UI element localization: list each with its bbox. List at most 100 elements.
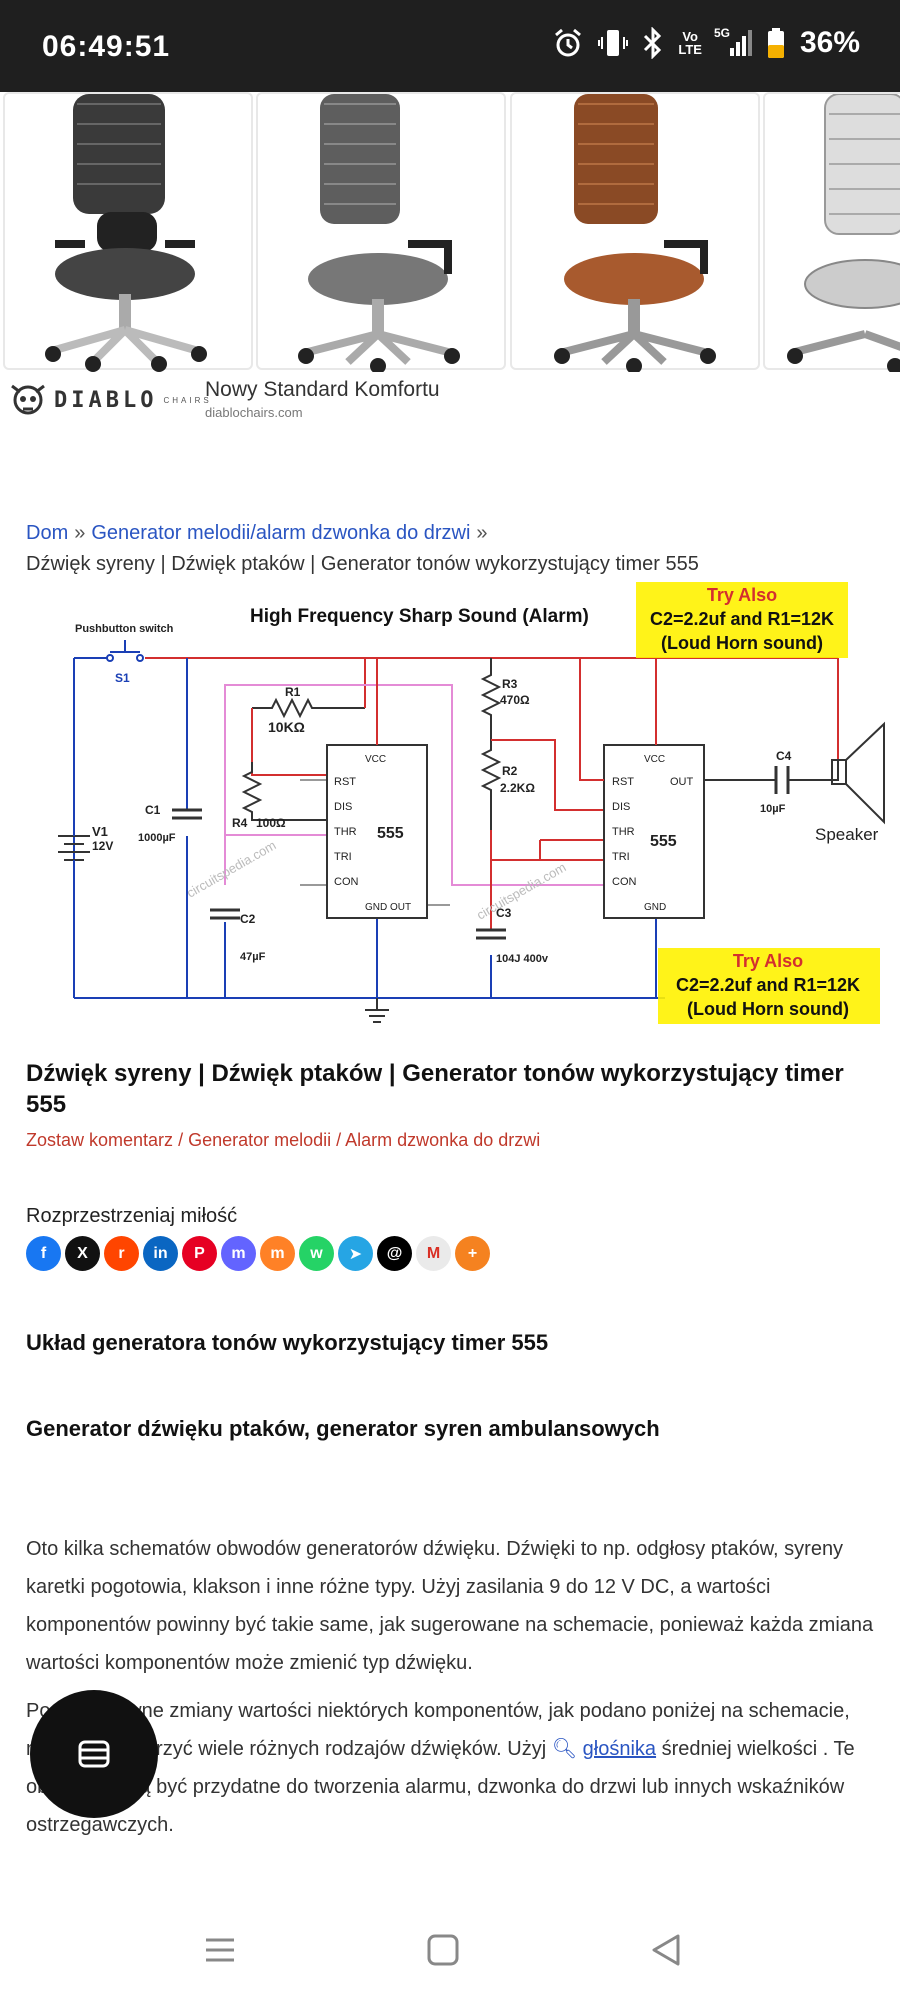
c2-value: 47µF xyxy=(240,951,266,963)
ad-image-carousel[interactable] xyxy=(0,92,900,372)
x-icon: X xyxy=(77,1244,88,1262)
c3-label: C3 xyxy=(496,906,512,920)
ad-product-tile[interactable] xyxy=(256,92,506,372)
watermark: circuitspedia.com xyxy=(474,859,568,922)
office-chair-image xyxy=(45,94,207,372)
back-icon[interactable] xyxy=(646,1930,686,1970)
breadcrumb-separator: » xyxy=(74,522,86,544)
ic1-pin-dis: DIS xyxy=(334,801,352,813)
ad-product-tile[interactable] xyxy=(3,92,253,372)
category-link[interactable]: Generator melodii / Alarm dzwonka do drz… xyxy=(188,1130,541,1150)
section-heading: Generator dźwięku ptaków, generator syre… xyxy=(26,1416,660,1441)
status-time: 06:49:51 xyxy=(42,30,171,63)
home-icon[interactable] xyxy=(423,1930,463,1970)
breadcrumb-home[interactable]: Dom xyxy=(26,522,69,544)
ad-product-tile[interactable] xyxy=(763,92,900,372)
mix-share-button[interactable]: m xyxy=(260,1236,295,1271)
status-bar: 06:49:51 Vo LTE 5G 36% xyxy=(0,0,900,92)
ic2-label: 555 xyxy=(650,833,677,850)
ic1-pin-rst: RST xyxy=(334,776,356,788)
signal-icon: 5G xyxy=(714,26,752,56)
telegram-share-button[interactable]: ➤ xyxy=(338,1236,373,1271)
r2-label: R2 xyxy=(502,764,518,778)
ic2-pin-out: OUT xyxy=(670,776,694,788)
mix-icon: m xyxy=(270,1244,285,1262)
ic2-555 xyxy=(603,744,705,919)
gmail-share-button[interactable]: M xyxy=(416,1236,451,1271)
share-label: Rozprzestrzeniaj miłość xyxy=(26,1205,238,1227)
gmail-icon: M xyxy=(426,1244,441,1262)
reddit-icon: r xyxy=(118,1244,125,1262)
ic1-pin-con: CON xyxy=(334,876,359,888)
ad-title[interactable]: Nowy Standard Komfortu xyxy=(205,378,440,401)
breadcrumb-category[interactable]: Generator melodii/alarm dzwonka do drzwi xyxy=(91,522,471,544)
reddit-share-button[interactable]: r xyxy=(104,1236,139,1271)
facebook-share-button[interactable]: f xyxy=(26,1236,61,1271)
paragraph-text: średniej wielkości . Te obwody mogą być … xyxy=(26,1738,855,1836)
more-icon: + xyxy=(467,1244,478,1262)
v1-value: 12V xyxy=(92,839,113,853)
diablo-logo: DIABLO CHAIRS xyxy=(8,380,212,420)
pinterest-share-button[interactable]: P xyxy=(182,1236,217,1271)
r1-label: R1 xyxy=(285,685,301,699)
alarm-icon xyxy=(555,28,582,57)
whatsapp-icon: w xyxy=(310,1244,323,1262)
c4-value: 10µF xyxy=(760,803,786,815)
article-title: Dźwięk syreny | Dźwięk ptaków | Generato… xyxy=(26,1060,844,1118)
breadcrumb: Dom»Generator melodii/alarm dzwonka do d… xyxy=(26,518,876,580)
volte-icon: Vo LTE xyxy=(678,29,702,57)
c1-value: 1000µF xyxy=(138,832,176,844)
ic1-vcc: VCC xyxy=(365,754,386,765)
vibrate-icon xyxy=(598,30,629,56)
x-share-button[interactable]: X xyxy=(65,1236,100,1271)
ic2-pin-tri: TRI xyxy=(612,851,630,863)
linkedin-share-button[interactable]: in xyxy=(143,1236,178,1271)
speaker-label: Speaker xyxy=(815,825,879,844)
floating-action-button[interactable] xyxy=(30,1690,158,1818)
r4-label: R4 xyxy=(232,816,248,830)
s1-label: S1 xyxy=(115,671,130,685)
network-type: 5G xyxy=(713,26,730,40)
ic2-pin-dis: DIS xyxy=(612,801,630,813)
ic2-vcc: VCC xyxy=(644,754,665,765)
ic1-label: 555 xyxy=(377,825,404,842)
try-also-bottom-values: C2=2.2uf and R1=12K xyxy=(676,975,860,995)
breadcrumb-separator: » xyxy=(476,522,488,544)
mastodon-share-button[interactable]: m xyxy=(221,1236,256,1271)
status-icons: Vo LTE 5G 36% xyxy=(552,26,860,60)
c2-label: C2 xyxy=(240,912,256,926)
switch-label: Pushbutton switch xyxy=(75,623,174,635)
schematic-title: High Frequency Sharp Sound (Alarm) xyxy=(250,606,589,627)
try-also-top: Try Also xyxy=(707,585,777,605)
ic1-pin-gnd-out: GND OUT xyxy=(365,902,411,913)
leave-comment-link[interactable]: Zostaw komentarz xyxy=(26,1130,174,1150)
breadcrumb-current: Dźwięk syreny | Dźwięk ptaków | Generato… xyxy=(26,553,699,575)
speaker-icon xyxy=(831,759,847,785)
office-chair-image xyxy=(554,94,716,372)
menu-icon[interactable] xyxy=(200,1930,240,1970)
ic1-555 xyxy=(326,744,428,919)
article-meta: Zostaw komentarz / Generator melodii / A… xyxy=(26,1130,540,1151)
threads-share-button[interactable]: @ xyxy=(377,1236,412,1271)
r2-value: 2.2KΩ xyxy=(500,781,535,795)
facebook-icon: f xyxy=(40,1244,47,1262)
mastodon-icon: m xyxy=(231,1244,246,1262)
telegram-icon: ➤ xyxy=(348,1245,363,1263)
try-also-top-values: C2=2.2uf and R1=12K xyxy=(650,609,834,629)
battery-icon xyxy=(767,28,784,58)
whatsapp-share-button[interactable]: w xyxy=(299,1236,334,1271)
more-share-button[interactable]: + xyxy=(455,1236,490,1271)
search-icon: 🔍︎ xyxy=(551,1738,583,1760)
system-nav-bar xyxy=(0,1900,900,2000)
ad-product-tile[interactable] xyxy=(510,92,760,372)
speaker-link[interactable]: głośnika xyxy=(582,1738,657,1760)
ic2-pin-con: CON xyxy=(612,876,637,888)
ad-brand-bar[interactable]: DIABLO CHAIRS Nowy Standard Komfortu dia… xyxy=(0,372,900,428)
ad-brand-name: DIABLO xyxy=(54,387,158,413)
circuit-schematic: V1 12V Pushbutton switch S1 C1 1000µF R1… xyxy=(0,580,900,1030)
try-also-top-note: (Loud Horn sound) xyxy=(661,633,823,653)
r1-value: 10KΩ xyxy=(268,719,305,735)
ad-url[interactable]: diablochairs.com xyxy=(205,405,303,420)
ic1-pin-thr: THR xyxy=(334,826,357,838)
